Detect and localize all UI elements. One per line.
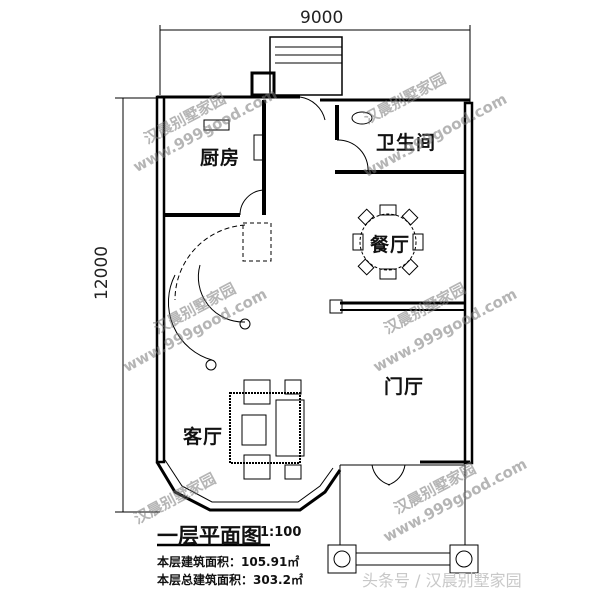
plan-title: 一层平面图 bbox=[157, 524, 262, 548]
room-label-bathroom: 卫生间 bbox=[376, 132, 437, 154]
source-credit: 头条号 / 汉晨别墅家园 bbox=[362, 571, 522, 590]
width-dimension: 9000 bbox=[300, 8, 344, 28]
floor-area: 本层建筑面积：105.91㎡ bbox=[157, 555, 300, 569]
room-label-dining: 餐厅 bbox=[370, 234, 411, 256]
room-label-kitchen: 厨房 bbox=[200, 147, 241, 169]
total-area: 本层总建筑面积：303.2㎡ bbox=[157, 573, 303, 587]
height-dimension: 12000 bbox=[92, 245, 112, 300]
plan-scale: 1:100 bbox=[260, 525, 302, 540]
room-label-living: 客厅 bbox=[183, 426, 224, 448]
room-label-foyer: 门厅 bbox=[384, 376, 425, 398]
